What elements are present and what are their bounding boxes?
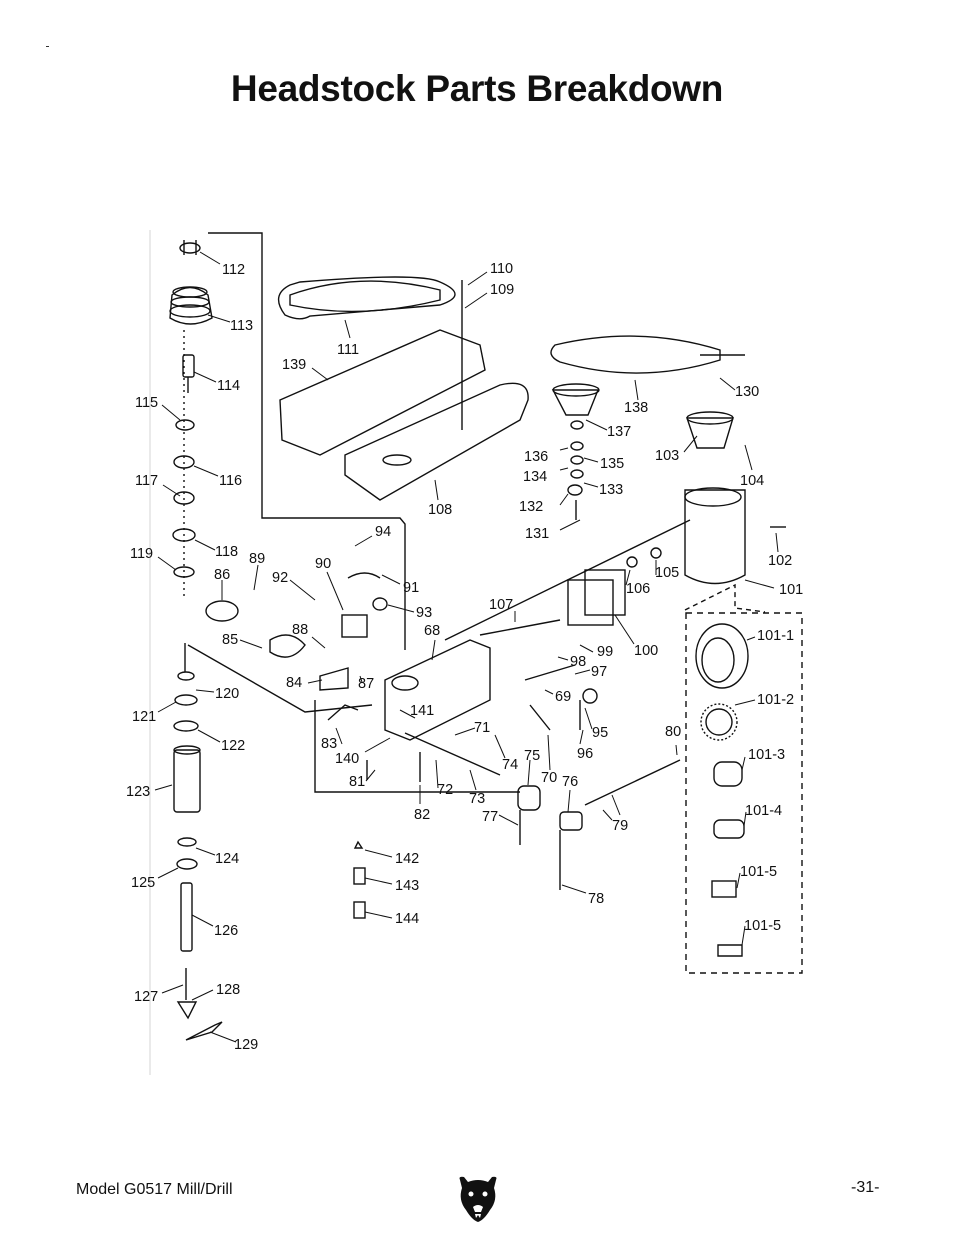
callout-111: 111 — [337, 342, 359, 358]
callout-98: 98 — [570, 654, 586, 670]
callout-129: 129 — [234, 1037, 258, 1053]
callout-103: 103 — [655, 448, 679, 464]
callout-70: 70 — [541, 770, 557, 786]
model-footer: Model G0517 Mill/Drill — [76, 1181, 233, 1198]
callout-124: 124 — [215, 851, 239, 867]
callout-109: 109 — [490, 282, 514, 298]
callout-78: 78 — [588, 891, 604, 907]
callout-104: 104 — [740, 473, 764, 489]
callout-96: 96 — [577, 746, 593, 762]
callout-68: 68 — [424, 623, 440, 639]
callout-101-5-b: 101-5 — [744, 918, 781, 934]
callout-100: 100 — [634, 643, 658, 659]
callout-101-5: 101-5 — [740, 864, 777, 880]
callout-102: 102 — [768, 553, 792, 569]
callout-121: 121 — [132, 709, 156, 725]
callout-83: 83 — [321, 736, 337, 752]
callout-118: 118 — [215, 544, 238, 560]
callout-91: 91 — [403, 580, 419, 596]
leader-lines — [154, 251, 779, 1043]
callout-72: 72 — [437, 782, 453, 798]
callout-128: 128 — [216, 982, 240, 998]
callout-115: 115 — [135, 395, 158, 411]
callout-79: 79 — [612, 818, 628, 834]
callout-126: 126 — [214, 923, 238, 939]
callout-143: 143 — [395, 878, 419, 894]
callout-97: 97 — [591, 664, 607, 680]
callout-73: 73 — [469, 791, 485, 807]
callout-114: 114 — [217, 378, 240, 394]
callout-84: 84 — [286, 675, 302, 691]
bear-head-icon — [459, 1176, 497, 1222]
callout-82: 82 — [414, 807, 430, 823]
callout-99: 99 — [597, 644, 613, 660]
callout-93: 93 — [416, 605, 432, 621]
callout-90: 90 — [315, 556, 331, 572]
callout-101-1: 101-1 — [757, 628, 794, 644]
callout-110: 110 — [490, 261, 513, 277]
callout-88: 88 — [292, 622, 308, 638]
callout-141: 141 — [410, 703, 434, 719]
callout-137: 137 — [607, 424, 631, 440]
page-mark — [46, 46, 49, 47]
callout-101: 101 — [779, 582, 803, 598]
callout-105: 105 — [655, 565, 679, 581]
belts-and-covers — [277, 276, 745, 520]
callout-142: 142 — [395, 851, 419, 867]
headstock-body — [205, 572, 681, 919]
callout-94: 94 — [375, 524, 391, 540]
callout-107: 107 — [489, 597, 513, 613]
callout-95: 95 — [592, 725, 608, 741]
callout-101-3: 101-3 — [748, 747, 785, 763]
callout-86: 86 — [214, 567, 230, 583]
callout-112: 112 — [222, 262, 245, 278]
callout-113: 113 — [230, 318, 253, 334]
callout-144: 144 — [395, 911, 419, 927]
spindle-group-frame — [149, 230, 520, 1075]
callout-labels: 112 113 114 115 116 117 118 119 86 89 85… — [126, 261, 803, 1053]
callout-89: 89 — [249, 551, 265, 567]
callout-132: 132 — [519, 499, 543, 515]
callout-135: 135 — [600, 456, 624, 472]
callout-133: 133 — [599, 482, 623, 498]
callout-74: 74 — [502, 757, 518, 773]
callout-134: 134 — [523, 469, 547, 485]
motor-group — [444, 487, 803, 974]
callout-108: 108 — [428, 502, 452, 518]
callout-136: 136 — [524, 449, 548, 465]
callout-127: 127 — [134, 989, 158, 1005]
callout-101-4: 101-4 — [745, 803, 782, 819]
callout-140: 140 — [335, 751, 359, 767]
callout-120: 120 — [215, 686, 239, 702]
callout-69: 69 — [555, 689, 571, 705]
page-number: -31- — [851, 1179, 880, 1196]
callout-116: 116 — [219, 473, 242, 489]
callout-117: 117 — [135, 473, 158, 489]
callout-71: 71 — [474, 720, 490, 736]
callout-119: 119 — [130, 546, 153, 562]
callout-85: 85 — [222, 632, 238, 648]
callout-75: 75 — [524, 748, 540, 764]
callout-139: 139 — [282, 357, 306, 373]
callout-77: 77 — [482, 809, 498, 825]
callout-101-2: 101-2 — [757, 692, 794, 708]
page-title: Headstock Parts Breakdown — [230, 68, 724, 109]
callout-138: 138 — [624, 400, 648, 416]
spindle-parts — [169, 240, 223, 1041]
callout-106: 106 — [626, 581, 650, 597]
callout-125: 125 — [131, 875, 155, 891]
callout-87: 87 — [358, 676, 374, 692]
callout-81: 81 — [349, 774, 365, 790]
callout-123: 123 — [126, 784, 150, 800]
callout-131: 131 — [525, 526, 549, 542]
callout-80: 80 — [665, 724, 681, 740]
callout-92: 92 — [272, 570, 288, 586]
callout-122: 122 — [221, 738, 245, 754]
callout-76: 76 — [562, 774, 578, 790]
callout-130: 130 — [735, 384, 759, 400]
